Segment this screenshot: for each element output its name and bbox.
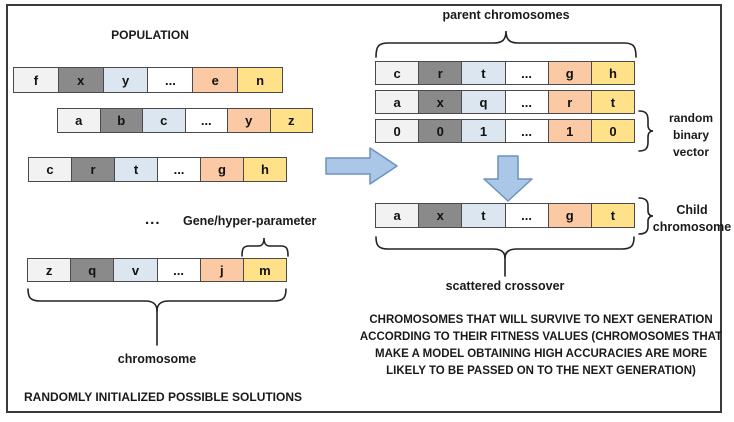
gene-cell: g <box>547 204 591 227</box>
binary-vector-row: 0 0 1 ... 1 0 <box>375 119 635 143</box>
chromosome-label: chromosome <box>117 352 197 366</box>
parent-row-2: a x q ... r t <box>375 90 635 114</box>
parent-chromosomes-brace <box>375 30 637 58</box>
gene-cell: z <box>28 259 71 281</box>
population-row-1: f x y ... e n <box>13 67 283 93</box>
gene-cell: 0 <box>590 120 635 142</box>
gene-cell: r <box>418 62 462 84</box>
population-title: POPULATION <box>111 28 189 42</box>
gene-cell: q <box>70 259 114 281</box>
child-chromosome-label: Child chromosome <box>652 203 732 234</box>
gene-cell: y <box>102 68 148 92</box>
gene-cell: e <box>192 68 238 92</box>
gene-cell: ... <box>156 259 200 281</box>
chromosome-brace <box>27 288 287 346</box>
gene-cell: 0 <box>418 120 462 142</box>
gene-cell: x <box>418 204 462 227</box>
gene-cell: x <box>57 68 103 92</box>
gene-cell: y <box>227 109 270 132</box>
gene-cell: ... <box>504 62 548 84</box>
scattered-crossover-label: scattered crossover <box>445 279 565 293</box>
gene-cell: f <box>14 68 58 92</box>
gene-cell: a <box>376 204 419 227</box>
flow-arrow-down-icon <box>483 155 533 202</box>
population-row-3: c r t ... g h <box>28 157 287 182</box>
gene-brace <box>241 237 289 257</box>
gene-cell: t <box>461 62 505 84</box>
parent-chromosomes-label: parent chromosomes <box>442 8 570 22</box>
gene-cell: r <box>547 91 591 113</box>
gene-cell: c <box>376 62 419 84</box>
flow-arrow-right-icon <box>325 147 398 185</box>
gene-cell: c <box>142 109 185 132</box>
gene-cell: g <box>200 158 243 181</box>
gene-cell: 1 <box>547 120 591 142</box>
gene-cell: b <box>99 109 142 132</box>
gene-hyper-parameter-label: Gene/hyper-parameter <box>183 214 317 228</box>
gene-cell: j <box>199 259 243 281</box>
gene-cell: ... <box>504 120 548 142</box>
gene-cell: v <box>113 259 157 281</box>
gene-cell: x <box>418 91 462 113</box>
gene-cell: z <box>269 109 312 132</box>
gene-cell: ... <box>147 68 193 92</box>
gene-cell: 1 <box>461 120 505 142</box>
gene-cell: ... <box>184 109 227 132</box>
gene-cell: a <box>58 109 100 132</box>
gene-cell: q <box>461 91 505 113</box>
gene-cell: g <box>547 62 591 84</box>
gene-cell: ... <box>504 91 548 113</box>
randomly-initialized-label: RANDOMLY INITIALIZED POSSIBLE SOLUTIONS <box>24 390 303 404</box>
binary-vector-brace <box>638 110 654 152</box>
gene-cell: r <box>71 158 114 181</box>
gene-cell: a <box>376 91 419 113</box>
gene-cell: h <box>243 158 286 181</box>
gene-cell: t <box>461 204 505 227</box>
random-binary-vector-label: random binary vector <box>668 111 713 159</box>
fitness-survival-note: CHROMOSOMES THAT WILL SURVIVE TO NEXT GE… <box>359 314 723 377</box>
child-chromosome-brace <box>638 197 654 235</box>
gene-cell: t <box>114 158 157 181</box>
more-chromosomes-ellipsis: ... <box>145 211 161 228</box>
gene-cell: 0 <box>376 120 419 142</box>
gene-cell: h <box>590 62 635 84</box>
gene-cell: t <box>590 204 635 227</box>
gene-cell: ... <box>504 204 548 227</box>
bottom-chromosome-row: z q v ... j m <box>27 258 287 282</box>
population-row-2: a b c ... y z <box>57 108 313 133</box>
gene-cell: m <box>242 259 287 281</box>
parent-row-1: c r t ... g h <box>375 61 635 85</box>
gene-cell: ... <box>157 158 200 181</box>
child-chromosome-row: a x t ... g t <box>375 203 635 228</box>
gene-cell: t <box>590 91 635 113</box>
scattered-crossover-brace <box>375 236 635 277</box>
gene-cell: n <box>237 68 282 92</box>
gene-cell: c <box>29 158 71 181</box>
